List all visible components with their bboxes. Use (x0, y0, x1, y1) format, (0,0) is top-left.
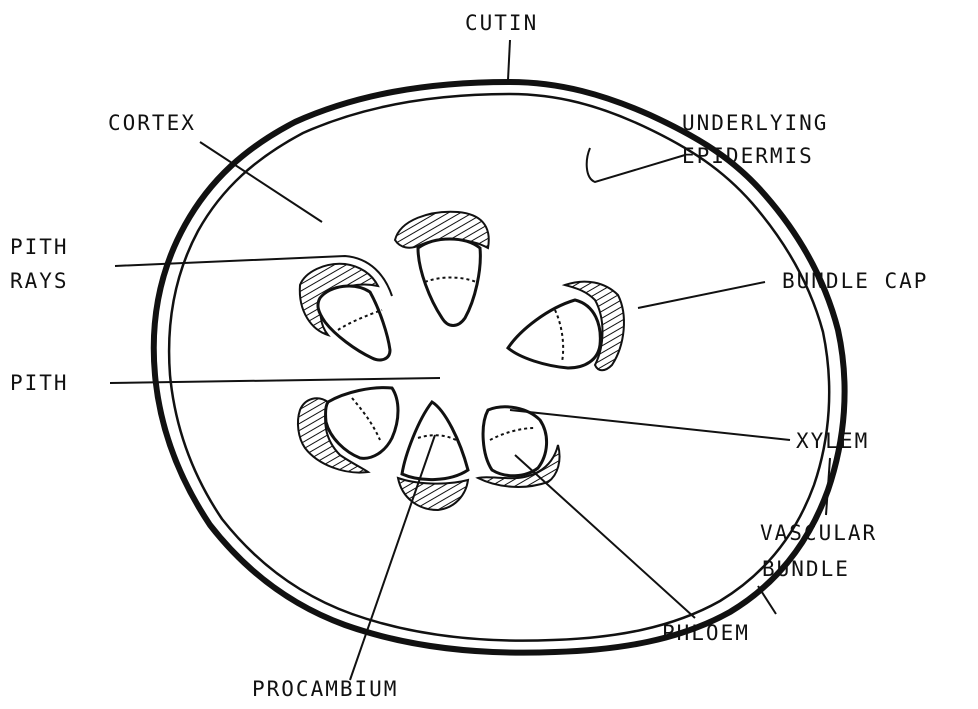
vascular-bundle-top (395, 212, 489, 326)
label-cortex: CORTEX (108, 110, 196, 137)
bundle-body-top (418, 239, 480, 326)
label-underlying: UNDERLYING (682, 110, 828, 137)
label-bundle-cap: BUNDLE CAP (782, 268, 928, 295)
vascular-bundle-right (508, 282, 624, 371)
leader-bundle-cap (638, 282, 765, 308)
leader-xylem (510, 410, 790, 440)
label-procambium: PROCAMBIUM (252, 676, 398, 703)
leader-cutin (508, 40, 510, 80)
label-epidermis: EPIDERMIS (682, 143, 814, 170)
bundle-body-lower-right (483, 407, 547, 476)
label-pith-rays-1: PITH (10, 234, 69, 261)
leader-underlying-epidermis (587, 148, 685, 182)
label-cutin: CUTIN (465, 10, 538, 37)
bundle-body-upper-left (318, 286, 390, 360)
label-bundle: BUNDLE (762, 556, 850, 583)
bundle-body-right (508, 300, 600, 368)
leader-phloem (515, 455, 695, 618)
vascular-bundle-lower-left (298, 388, 398, 473)
leader-pith (110, 378, 440, 383)
label-phloem: PHLOEM (662, 620, 750, 647)
vascular-bundle-bottom (398, 402, 468, 510)
bundle-body-lower-left (326, 388, 398, 459)
label-pith: PITH (10, 370, 69, 397)
leader-phloem-bracket (758, 586, 776, 614)
vascular-bundle-upper-left (300, 264, 390, 360)
label-vascular: VASCULAR (760, 520, 877, 547)
label-xylem: XYLEM (796, 428, 869, 455)
epidermis-layer (169, 94, 829, 641)
bundle-body-bottom (402, 402, 468, 480)
label-pith-rays-2: RAYS (10, 268, 69, 295)
bundle-cap-bottom (398, 478, 468, 510)
vascular-bundle-lower-right (478, 407, 560, 487)
